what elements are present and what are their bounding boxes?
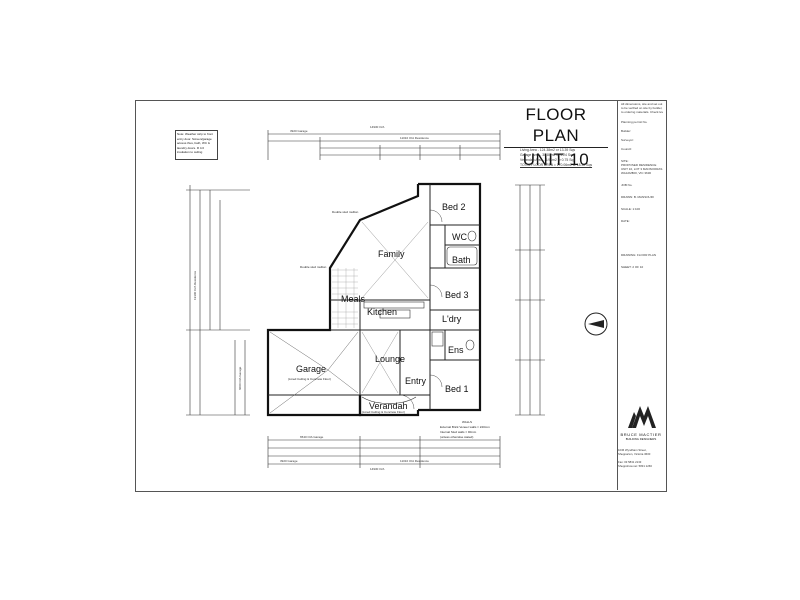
tb-line: to be verified on site by builder, prior [621, 106, 663, 110]
tb-line: WAJAMBOI, VIC 3630 [621, 171, 652, 175]
dim-bottom-res: 11010 O/A Residence [400, 459, 429, 463]
room-ldry: L'dry [442, 314, 462, 324]
tb-line: Builder: [621, 129, 632, 133]
area-total: TOTAL FLOOR AREA = 170.06m2 or 18.30 Sqs [520, 163, 593, 167]
top-dimensions [267, 130, 501, 160]
tb-line: All dimensions, site and set out levels [621, 102, 663, 106]
room-bed3: Bed 3 [445, 290, 469, 300]
bruce-mactier-logo-icon [628, 406, 656, 428]
title-block-text: All dimensions, site and set out levels … [621, 102, 663, 269]
dim-left-garage: 6000 O/A Garage [238, 366, 242, 390]
tb-line: Surveyor: [621, 138, 634, 142]
shower-icon [431, 331, 444, 347]
walls-note-heading: WALLS [462, 420, 472, 424]
dim-top-garage: 3920 Garage [290, 129, 308, 133]
area-garage: Garage Area - 38.80m2 or 4.24 Sqs [520, 153, 574, 157]
firm-address-line: 1036 Wyndham Street, [618, 448, 647, 452]
dim-bottom-garage: 3920 Garage [280, 459, 298, 463]
drawing-sheet [135, 100, 667, 492]
plan-title-line2: UNIT 10 [522, 150, 590, 169]
room-verandah: Verandah [369, 401, 408, 411]
room-ens: Ens [448, 345, 464, 355]
left-dimensions [186, 185, 250, 416]
tb-line: SITE: [621, 159, 629, 163]
tb-line: DATE: [621, 219, 630, 223]
toilet-icon [467, 230, 477, 242]
garage-sublabel: (Lined Ceiling & Concrete Floor) [288, 377, 331, 381]
kitchen-island [379, 309, 411, 319]
tb-line: JOB No. [621, 183, 633, 187]
tb-line: to ordering materials. Check levels [621, 110, 663, 114]
walls-note-line: (unless otherwise stated) [440, 435, 473, 439]
tb-line: DRAWN: B. MANSOURI [621, 195, 654, 199]
ceiling-lines [361, 221, 429, 394]
firm-address: 1036 Wyndham Street, Shepparton, Victori… [618, 448, 666, 468]
tb-line: Council: [621, 147, 632, 151]
room-lounge: Lounge [375, 354, 405, 364]
room-kitchen: Kitchen [367, 307, 397, 317]
dim-top-total: 14930 O/A [370, 125, 384, 129]
walls-note-line: External Brick Veneer walls = 240mm [440, 425, 490, 429]
room-family: Family [378, 249, 405, 259]
room-wc: WC [452, 232, 467, 242]
plan-title: FLOOR PLAN UNIT 10 [500, 104, 612, 170]
room-bed2: Bed 2 [442, 202, 466, 212]
door-swings [399, 209, 443, 410]
plan-title-line1: FLOOR PLAN [525, 105, 587, 145]
double-stud-note-2: Double stud mullion [300, 265, 327, 269]
double-stud-note-1: Double stud mullion [332, 210, 359, 214]
ensuite-toilet-icon [465, 339, 475, 351]
north-point-icon [584, 312, 608, 336]
room-bath: Bath [452, 255, 471, 265]
dim-left-res: 19300 O/A Residence [193, 270, 197, 300]
tb-line: Planning permit No. [621, 120, 648, 124]
dim-top-res: 11010 O/A Residence [400, 136, 429, 140]
room-meals: Meals [341, 294, 366, 304]
verandah-sublabel: (Lined Ceiling & Concrete Floor) [362, 410, 405, 414]
room-bed1: Bed 1 [445, 384, 469, 394]
walls-note-line: Internal Stud walls = 90mm [440, 430, 477, 434]
tb-line: PROPOSED RESIDENCE [621, 163, 657, 167]
title-block [617, 100, 666, 490]
brand-name: BRUCE MACTIER [620, 432, 662, 437]
firm-address-line: Fax: 03 5831 2133 [618, 460, 642, 464]
area-verandah: Verandah Area - 6.94m2 or 0.75 Sqs [520, 158, 576, 162]
dim-bottom-total: 14930 O/A [370, 467, 384, 471]
right-dimensions [515, 184, 545, 416]
room-entry: Entry [405, 376, 427, 386]
weather-strip-note: Note: Weather strip to front entry door.… [175, 130, 218, 160]
dim-bottom-garage-width: 6540 O/A Garage [300, 435, 324, 439]
area-living: Living Area - 124.38m2 or 13.39 Sqs [520, 148, 576, 152]
garage-ceiling-lines [269, 331, 359, 414]
bottom-dimensions [267, 436, 501, 468]
room-garage: Garage [296, 364, 326, 374]
meals-floor-hatch [332, 268, 358, 328]
brand-subtitle: BUILDING DESIGNERS [625, 437, 657, 441]
kitchen-bench [363, 301, 425, 309]
title-underline [504, 147, 608, 148]
area-schedule: Living Area - 124.38m2 or 13.39 Sqs Gara… [520, 148, 612, 168]
firm-address-line: Sheppshow.net: 5831 1266 [618, 464, 652, 468]
verandah-arc [361, 396, 417, 404]
tb-line: DRAWING: FLOOR PLAN [621, 253, 657, 257]
firm-address-line: Shepparton, Victoria 3630 [618, 452, 651, 456]
tb-line: SCALE: 1:100 [621, 207, 641, 211]
bath-tub-icon [446, 246, 478, 266]
internal-walls [268, 184, 480, 410]
tb-line: UNIT 10, LOT 3 MANSOORAS RD [621, 167, 663, 171]
tb-line: SHEET: 2 OF 10 [621, 265, 644, 269]
